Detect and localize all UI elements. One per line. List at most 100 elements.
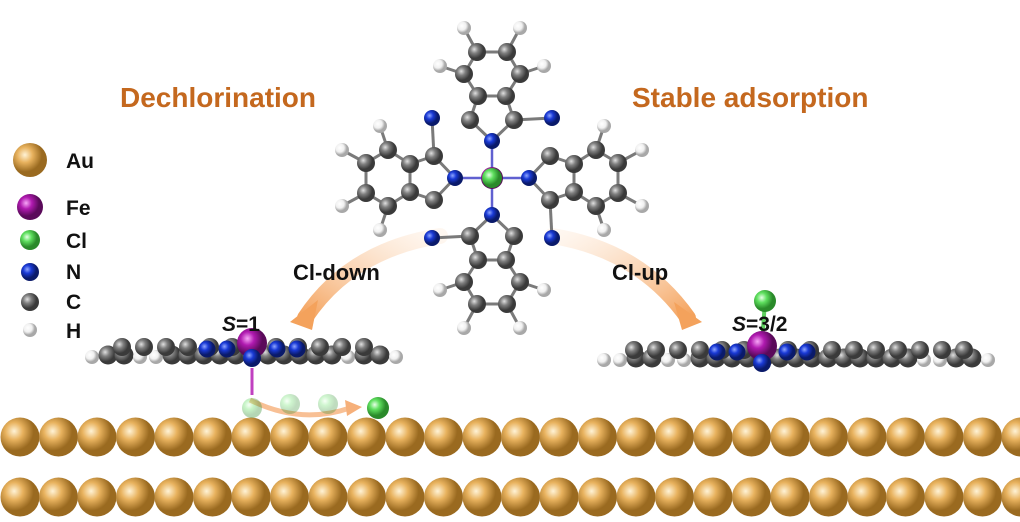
legend-n: N [66,261,82,284]
carbon-atom [497,251,515,269]
carbon-atom [401,155,419,173]
carbon-atom [669,341,687,359]
hydrogen-atom [981,353,995,367]
hydrogen-atom [373,119,387,133]
carbon-atom [379,141,397,159]
carbon-atom [469,251,487,269]
hydrogen-atom [635,199,649,213]
legend-cl: Cl [66,230,87,253]
nitrogen-atom [243,349,261,367]
gold-atom [770,417,810,457]
gold-atom [270,477,309,517]
iron-atom [237,328,267,358]
spin-right: S=3/2 [732,313,787,337]
carbon-atom [889,341,907,359]
gold-atom [886,477,925,517]
carbon-atom [370,345,390,365]
nitrogen-atom [268,340,286,358]
cl-down-label: Cl-down [293,260,380,285]
carbon-atom [691,341,709,359]
chlorine-atom [242,398,262,418]
carbon-atom [461,111,479,129]
gold-atom [963,477,1002,517]
dechlorination-title: Dechlorination [120,82,317,113]
gold-atom [809,477,848,517]
carbon-atom [955,341,973,359]
nitrogen-atom [198,340,216,358]
carbon-atom [823,341,841,359]
hydrogen-atom [537,283,551,297]
hydrogen-atom [433,283,447,297]
gold-atom [655,417,694,457]
gold-atom [693,417,733,457]
gold-atom [424,417,463,457]
gold-atom [924,417,964,457]
nitrogen-atom [708,343,726,361]
nitrogen-atom [484,207,500,223]
chlorine-atom [280,394,300,414]
carbon-atom [609,184,627,202]
carbon-atom [157,338,175,356]
gold-atom [462,417,502,457]
chlorine-atom [482,168,502,188]
chlorine-atom [20,230,40,250]
carbon-atom [21,293,39,311]
gold-atom [116,417,155,457]
carbon-atom [647,341,665,359]
spin-left: S=1 [222,313,260,337]
stable-adsorption-title: Stable adsorption [632,82,869,113]
gold-atom [39,477,78,517]
gold-atom [77,477,117,517]
hydrogen-atom [23,323,37,337]
hydrogen-atom [457,321,471,335]
gold-atom [347,477,386,517]
gold-atom [809,417,848,457]
hydrogen-atom [537,59,551,73]
gold-atom [270,417,309,457]
carbon-atom [565,183,583,201]
gold-atom [424,477,463,517]
gold-atom [462,477,502,517]
carbon-atom [469,87,487,105]
gold-atom [308,477,348,517]
carbon-atom [468,295,486,313]
gold-atom [347,417,386,457]
carbon-atom [98,345,118,365]
hydrogen-atom [373,223,387,237]
carbon-atom [505,111,523,129]
nitrogen-atom [424,230,440,246]
nitrogen-atom [728,343,746,361]
gold-atom [770,477,810,517]
hydrogen-atom [433,59,447,73]
carbon-atom [425,147,443,165]
gold-atom [963,417,1002,457]
gold-atom [77,417,117,457]
hydrogen-atom [457,21,471,35]
hydrogen-atom [335,199,349,213]
gold-atom [616,477,656,517]
carbon-atom [505,227,523,245]
carbon-atom [565,155,583,173]
arrow-head [345,400,362,416]
gold-atom [847,477,887,517]
carbon-atom [541,191,559,209]
iron-atom [747,331,777,361]
carbon-atom [511,273,529,291]
gold-atom [732,417,771,457]
gold-atom [308,417,348,457]
spin-value: =3/2 [746,313,788,336]
gold-atom [0,417,40,457]
carbon-atom [498,43,516,61]
carbon-atom [609,154,627,172]
carbon-atom [379,197,397,215]
carbon-atom [867,341,885,359]
nitrogen-atom [798,343,816,361]
cl-up-label: Cl-up [612,260,669,285]
gold-atom [578,417,617,457]
hydrogen-atom [597,119,611,133]
gold-atom [693,477,733,517]
nitrogen-atom [778,343,796,361]
chlorine-atom [318,394,338,414]
